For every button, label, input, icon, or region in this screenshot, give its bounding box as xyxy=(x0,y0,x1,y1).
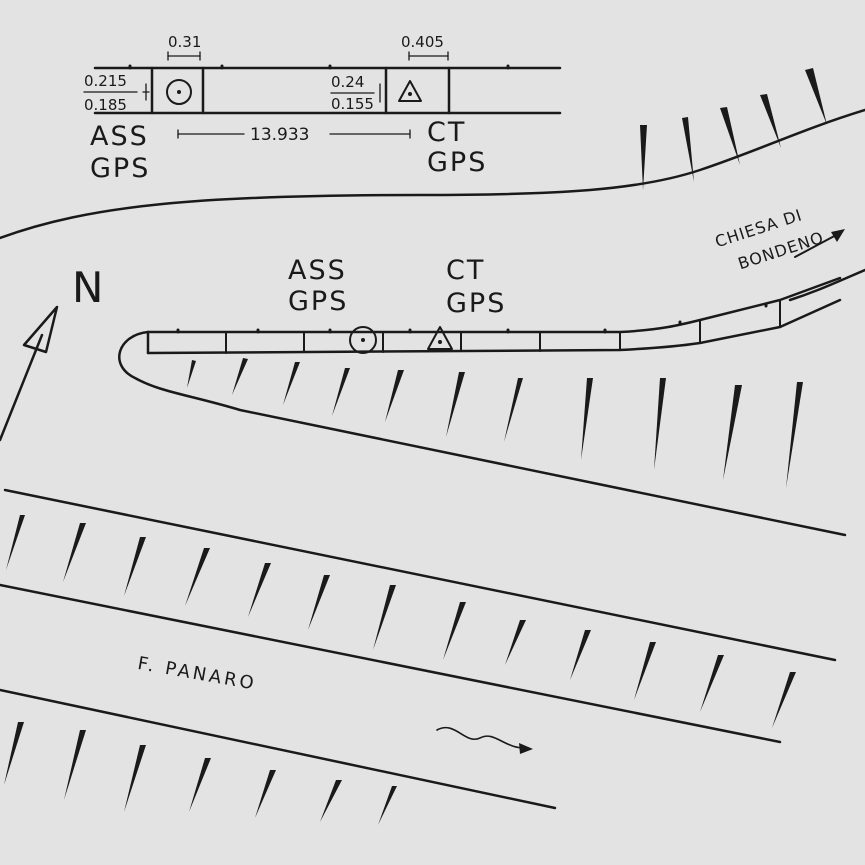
plan-ct-gps-label: GPS xyxy=(446,288,506,319)
dim-0-31-label: 0.31 xyxy=(168,33,201,51)
detail-ass-label: ASS xyxy=(90,121,149,152)
span-distance-label: 13.933 xyxy=(250,125,309,145)
north-arrow-icon: N xyxy=(0,263,103,442)
quay-band xyxy=(146,276,842,355)
plan-ct-label: CT xyxy=(446,255,485,286)
church-label-group: CHIESA DI BONDENO xyxy=(713,205,827,273)
river-bank-south xyxy=(0,688,557,810)
north-label: N xyxy=(72,263,103,312)
triangle-dot-icon xyxy=(398,80,422,102)
river-label-group: F. PANARO xyxy=(136,653,258,695)
road-upper-edge xyxy=(0,108,865,240)
church-arrow-icon xyxy=(794,229,845,258)
dim-0-24-label: 0.24 xyxy=(331,73,364,91)
dim-0-185-label: 0.185 xyxy=(84,96,127,114)
river-bank-mid xyxy=(0,583,782,744)
ass-marker-icon xyxy=(349,326,377,354)
river-label: F. PANARO xyxy=(136,653,258,695)
dim-0-155-label: 0.155 xyxy=(331,95,374,113)
circle-dot-icon xyxy=(166,79,192,105)
plan-ass-gps-label: GPS xyxy=(288,286,348,317)
detail-ct-gps-label: GPS xyxy=(427,147,487,178)
slope-hachures xyxy=(4,68,827,825)
plan-ass-label: ASS xyxy=(288,255,347,286)
dim-0-215-label: 0.215 xyxy=(84,72,127,90)
dim-0-405-label: 0.405 xyxy=(401,33,444,51)
river-bank-north xyxy=(3,488,837,662)
detail-strip: 0.31 0.405 0.215 0.185 0.24 0.155 13.933… xyxy=(83,33,562,184)
flow-arrow-icon xyxy=(436,726,533,754)
detail-ct-label: CT xyxy=(427,117,466,148)
detail-ass-gps-label: GPS xyxy=(90,153,150,184)
detail-ticks xyxy=(128,64,510,70)
ct-marker-icon xyxy=(427,326,453,350)
bank-curve xyxy=(118,330,847,537)
